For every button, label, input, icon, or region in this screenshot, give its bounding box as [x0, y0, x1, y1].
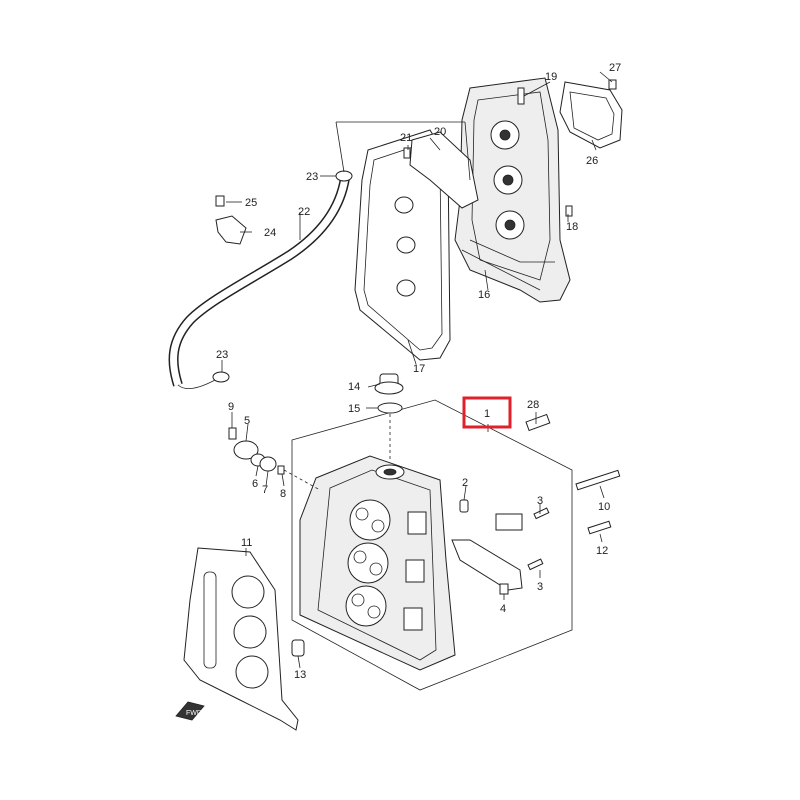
callout-8: 8	[280, 488, 286, 500]
fwd-text: FWD	[186, 710, 202, 717]
callout-6: 6	[252, 478, 258, 490]
callout-12: 12	[596, 545, 608, 557]
breather-hose	[168, 177, 350, 387]
bolt-12	[587, 520, 612, 535]
bolt-25	[215, 195, 225, 207]
cover-plate	[559, 81, 623, 149]
bolt-3-lower	[527, 558, 544, 571]
callout-3-upper: 3	[537, 495, 543, 507]
dowel-pin-2	[459, 499, 469, 513]
bolt-3-upper	[533, 507, 550, 520]
callout-2: 2	[462, 477, 468, 489]
bolt-9	[228, 427, 237, 440]
callout-20: 20	[434, 126, 446, 138]
callout-14: 14	[348, 381, 360, 393]
callout-7: 7	[262, 484, 268, 496]
callout-23-lower: 23	[216, 349, 228, 361]
callout-5: 5	[244, 415, 250, 427]
cylinder-head-group: FWD	[175, 373, 621, 731]
bracket-4	[451, 539, 523, 591]
chamber-2	[347, 542, 389, 584]
cam-holder	[495, 513, 523, 531]
o-ring	[377, 402, 403, 414]
callout-17: 17	[413, 363, 425, 375]
breather-hose-inner	[170, 177, 349, 387]
bolt-27	[608, 79, 617, 90]
ring-7	[259, 456, 277, 472]
dowel-13	[291, 639, 305, 657]
port-2	[405, 559, 425, 583]
fwd-direction-marker: FWD	[175, 701, 205, 721]
callout-highlight-box	[462, 396, 512, 429]
hose-clamp-lower	[212, 371, 230, 383]
upper-leaders	[221, 71, 613, 372]
callout-18: 18	[566, 221, 578, 233]
callout-15: 15	[348, 403, 360, 415]
breather-plate	[409, 131, 479, 209]
chamber-3	[345, 585, 387, 627]
plug-8	[277, 465, 285, 475]
callout-26: 26	[586, 155, 598, 167]
callout-24: 24	[264, 227, 276, 239]
long-bolt-10	[575, 469, 621, 491]
bolt-21	[403, 147, 411, 159]
chamber-1	[349, 499, 391, 541]
spark-plug	[525, 413, 551, 432]
callout-13: 13	[294, 669, 306, 681]
port-3	[403, 607, 423, 631]
callout-16: 16	[478, 289, 490, 301]
callout-28: 28	[527, 399, 539, 411]
hose-clamp-upper	[335, 170, 353, 182]
callout-27: 27	[609, 62, 621, 74]
callout-23-upper: 23	[306, 171, 318, 183]
callout-19: 19	[545, 71, 557, 83]
callout-3-lower: 3	[537, 581, 543, 593]
callout-labels: 1 2 3 3 4 5 6 7 8 9 10 11 12 13 14 15 16…	[216, 62, 621, 681]
bolt-19	[517, 87, 525, 105]
pin-4	[499, 583, 509, 595]
head-cover-group	[168, 77, 623, 390]
port-1	[407, 511, 427, 535]
callout-22: 22	[298, 206, 310, 218]
hose-clamp-bracket	[215, 215, 247, 245]
callout-21: 21	[400, 132, 412, 144]
assembly-box	[291, 399, 573, 691]
callout-4: 4	[500, 603, 506, 615]
callout-1: 1	[484, 408, 490, 420]
callout-25: 25	[245, 197, 257, 209]
callout-9: 9	[228, 401, 234, 413]
bolt-18	[565, 205, 573, 217]
callout-11: 11	[241, 537, 252, 549]
callout-10: 10	[598, 501, 610, 513]
